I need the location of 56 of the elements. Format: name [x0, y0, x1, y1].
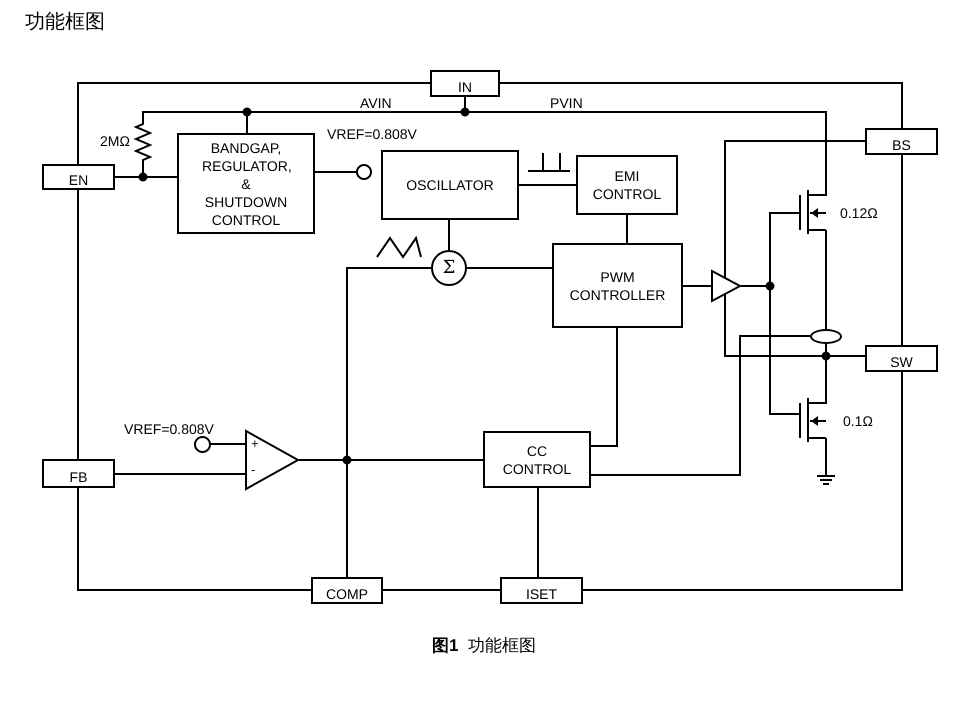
pin-box	[500, 577, 583, 604]
amplifier-triangle	[245, 430, 299, 490]
block-label: ISET	[526, 584, 558, 602]
driver-triangle	[711, 270, 741, 302]
block-label: IN	[458, 78, 472, 96]
wire	[448, 220, 450, 250]
wire	[683, 285, 711, 287]
wire	[115, 473, 245, 475]
wire	[467, 267, 552, 269]
value-label: VREF=0.808V	[124, 421, 214, 437]
block-box	[177, 133, 315, 234]
block-label: BS	[892, 136, 911, 154]
wire	[591, 328, 618, 447]
block-box	[381, 150, 519, 220]
value-label: 0.1Ω	[843, 413, 873, 429]
block-label: OSCILLATOR	[406, 176, 494, 194]
mosfet-drawing	[798, 190, 828, 234]
wire	[724, 140, 865, 278]
block-label: SW	[890, 352, 913, 370]
block-label: BANDGAP, REGULATOR, & SHUTDOWN CONTROL	[202, 138, 290, 228]
wire	[211, 443, 245, 445]
wire	[315, 171, 356, 173]
block-box	[483, 431, 591, 488]
block-label: EMI CONTROL	[592, 167, 662, 203]
wire	[519, 184, 576, 186]
terminal-circle	[356, 164, 372, 180]
wire	[591, 335, 810, 476]
pin-sign: +	[251, 436, 259, 452]
pin-box	[311, 577, 383, 604]
value-label: 0.12Ω	[840, 205, 878, 221]
signal-label: 2MΩ	[100, 133, 130, 149]
pin-box	[42, 164, 115, 190]
pin-box	[865, 345, 938, 372]
signal-label: AVIN	[360, 95, 392, 111]
signal-label: PVIN	[550, 95, 583, 111]
caption: 图1 功能框图	[432, 636, 536, 656]
wire	[626, 215, 628, 243]
wire	[537, 488, 539, 577]
block-label: COMP	[326, 584, 368, 602]
block-label: EN	[68, 171, 88, 189]
block-label: CC CONTROL	[502, 442, 572, 478]
block-box	[576, 155, 678, 215]
block-box	[552, 243, 683, 328]
current-sense-ellipse	[810, 329, 842, 344]
pin-sign: -	[251, 462, 256, 478]
sigma-symbol: Σ	[442, 259, 456, 277]
title: 功能框图	[25, 10, 105, 34]
block-label: FB	[70, 468, 88, 486]
pin-box	[865, 128, 938, 155]
summer-circle	[431, 250, 467, 286]
mosfet-drawing	[798, 398, 836, 485]
terminal-circle	[194, 436, 211, 453]
block-label: PWM CONTROLLER	[568, 268, 666, 304]
signal-label: VREF=0.808V	[327, 126, 417, 142]
pin-box	[42, 459, 115, 488]
pin-box	[430, 70, 500, 97]
